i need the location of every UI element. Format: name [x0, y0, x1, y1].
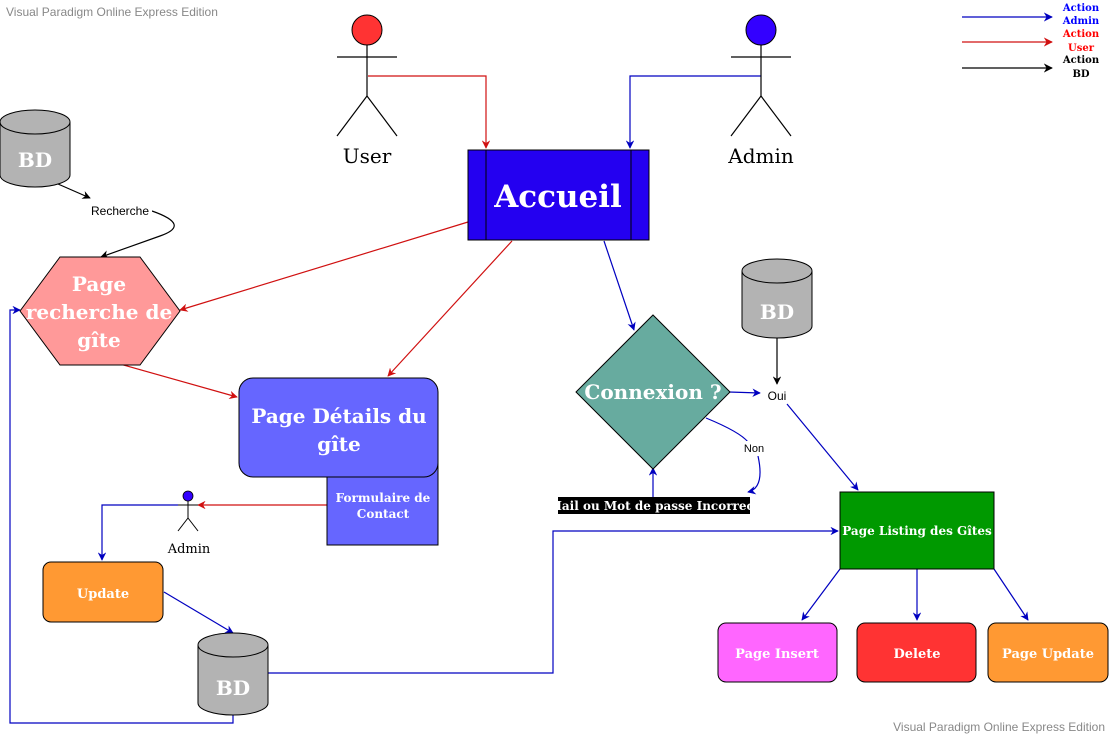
accueil-label: Accueil — [493, 179, 622, 215]
edge-admin-update — [97, 504, 178, 561]
actor-user-label: User — [343, 144, 392, 168]
edge-bd-listing — [268, 526, 839, 674]
non-label-bg — [740, 441, 768, 456]
edge-label-oui: Oui — [768, 389, 787, 403]
edge-user-accueil — [368, 75, 491, 149]
edge-recherche-page — [100, 210, 175, 259]
oui-label-bg — [764, 387, 790, 403]
legend-user-line2: User — [1068, 43, 1095, 54]
admin-small-head-icon — [182, 490, 194, 502]
recherche-line1: Page — [72, 272, 126, 296]
node-insert[interactable]: Page Insert — [717, 622, 838, 683]
delete-label: Delete — [893, 647, 940, 662]
edge-connexion-non — [705, 417, 749, 443]
edge-update-bd — [163, 591, 234, 634]
edge-listing-insert — [801, 568, 841, 621]
node-page-recherche[interactable]: Page recherche de gîte — [19, 256, 181, 366]
actor-admin: Admin — [727, 14, 794, 168]
connexion-label: Connexion ? — [584, 380, 721, 404]
edge-admin-accueil — [625, 75, 761, 149]
node-page-update[interactable]: Page Update — [987, 622, 1109, 683]
incorrect-label-bg — [558, 497, 750, 514]
formulaire-line2: Contact — [357, 507, 410, 521]
bd-bottom-label: BD — [216, 676, 250, 700]
actor-user: User — [336, 14, 398, 168]
legend-user-line1: Action — [1062, 29, 1100, 40]
actor-admin-small-label: Admin — [167, 542, 211, 557]
listing-label: Page Listing des Gîtes — [842, 524, 992, 538]
watermark-top: Visual Paradigm Online Express Edition — [6, 5, 218, 19]
edge-accueil-connexion — [603, 240, 636, 331]
edge-label-non: Non — [744, 443, 764, 455]
edge-recherche-details — [119, 363, 238, 399]
bd-right-label: BD — [760, 300, 794, 324]
recherche-line2: recherche de — [26, 300, 172, 324]
details-line1: Page Détails du — [251, 404, 426, 428]
legend-bd-line2: BD — [1072, 69, 1089, 80]
page-update-label: Page Update — [1002, 647, 1094, 662]
node-delete[interactable]: Delete — [856, 622, 977, 683]
edge-label-incorrect: Mail ou Mot de passe Incorrect — [549, 499, 760, 513]
user-head-icon — [351, 14, 383, 46]
bd-top-left-label: BD — [18, 148, 52, 172]
recherche-line3: gîte — [77, 328, 121, 352]
node-connexion[interactable]: Connexion ? — [575, 314, 731, 470]
legend: Action Admin Action User Action BD — [962, 3, 1100, 80]
actor-admin-small: Admin — [167, 490, 211, 557]
node-listing[interactable]: Page Listing des Gîtes — [839, 491, 995, 570]
formulaire-line1: Formulaire de — [336, 491, 431, 505]
db-bd-right[interactable]: BD — [741, 258, 813, 339]
edge-connexion-oui — [728, 388, 761, 397]
db-bd-top-left[interactable]: BD — [0, 109, 71, 188]
details-line2: gîte — [317, 432, 361, 456]
node-update[interactable]: Update — [42, 561, 164, 623]
node-accueil[interactable]: Accueil — [467, 149, 650, 241]
legend-admin-line2: Admin — [1062, 16, 1100, 27]
edge-oui-listing — [786, 403, 859, 491]
insert-label: Page Insert — [735, 647, 819, 662]
edge-accueil-recherche — [179, 221, 469, 312]
edge-listing-pageupdate — [993, 568, 1029, 621]
admin-head-icon — [745, 14, 777, 46]
recherche-label-bg — [88, 203, 152, 219]
edge-bd-loop-recherche — [9, 305, 234, 724]
edge-bd-recherche — [57, 183, 91, 199]
legend-bd-line1: Action — [1062, 55, 1100, 66]
actor-admin-label: Admin — [727, 144, 794, 168]
node-page-details[interactable]: Page Détails du gîte — [238, 377, 439, 478]
update-label: Update — [77, 587, 129, 602]
edge-label-recherche: Recherche — [91, 204, 149, 218]
legend-admin-line1: Action — [1062, 3, 1100, 14]
db-bd-bottom[interactable]: BD — [197, 632, 269, 716]
edge-accueil-details — [387, 240, 513, 377]
edge-non-incorrect — [747, 455, 761, 495]
watermark-bottom: Visual Paradigm Online Express Edition — [893, 720, 1105, 734]
